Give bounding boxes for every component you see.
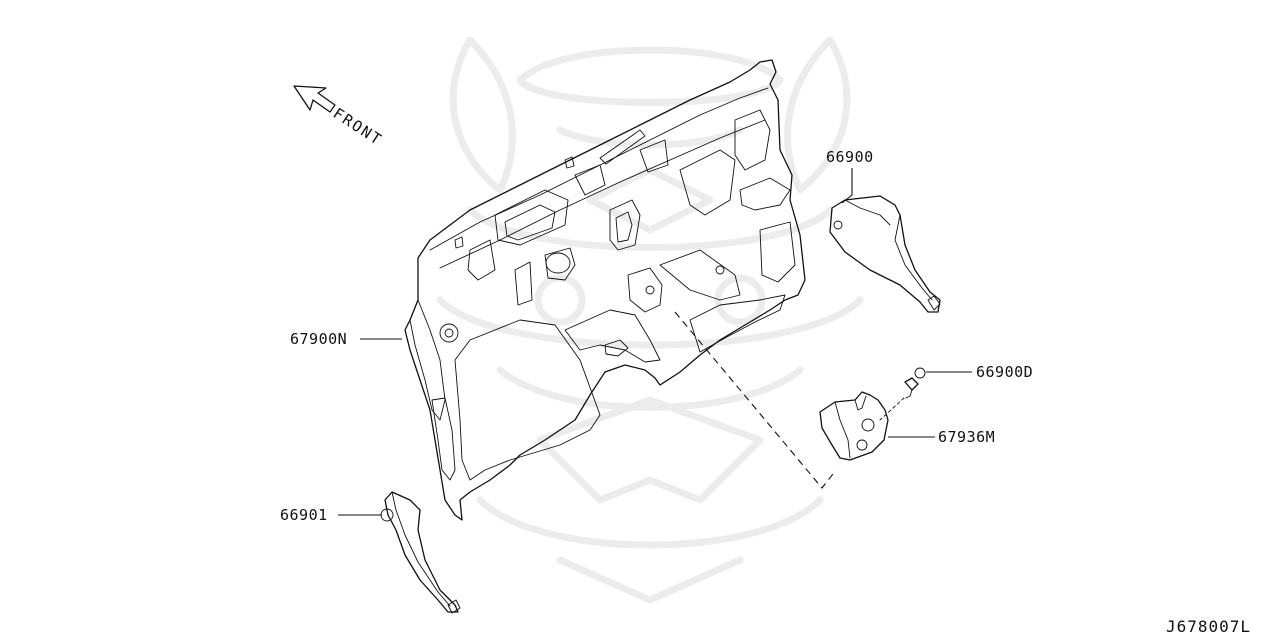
insulator-bracket [819,391,889,461]
side-insulator-piece [380,491,461,614]
upper-insulator-piece [829,195,941,313]
leader-66900 [841,168,853,204]
clip-fastener [879,367,926,421]
front-label: FRONT [330,104,386,149]
part-number-66900[interactable]: 66900 [826,148,874,166]
front-arrow-icon [293,85,336,113]
dash-insulator-panel [404,59,806,521]
reference-dashed-line [674,311,837,489]
part-number-66901[interactable]: 66901 [280,506,328,524]
watermark-emblem [436,36,864,604]
part-number-66900d[interactable]: 66900D [976,363,1033,381]
diagram-code: J678007L [1166,617,1251,636]
part-number-67900n[interactable]: 67900N [290,330,347,348]
part-number-67936m[interactable]: 67936M [938,428,995,446]
